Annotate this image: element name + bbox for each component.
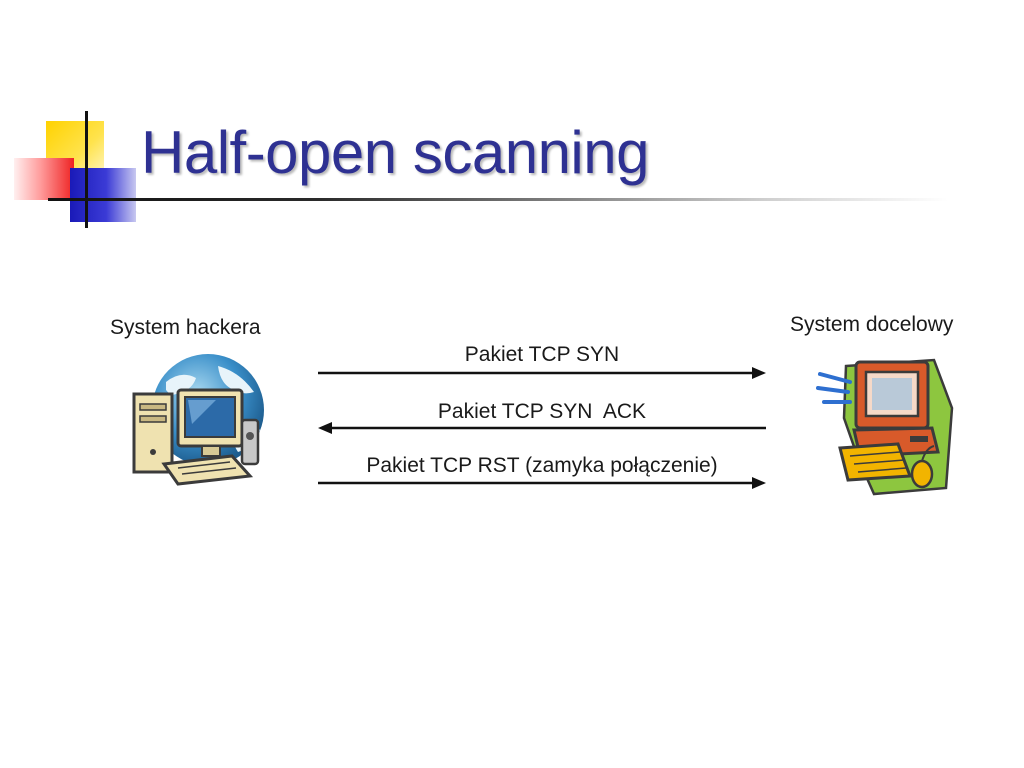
logo-blue-square	[70, 168, 136, 222]
arrow-left-syn-ack	[318, 422, 766, 434]
slide-title: Half-open scanning	[141, 119, 650, 186]
target-system-label: System docelowy	[790, 313, 954, 336]
logo-vertical-line	[85, 111, 88, 228]
message-label-syn-ack: Pakiet TCP SYN ACK	[437, 400, 647, 423]
source-system-label: System hackera	[110, 316, 261, 339]
arrow-right-syn	[318, 367, 766, 379]
title-underline	[48, 198, 948, 201]
message-label-rst: Pakiet TCP RST (zamyka połączenie)	[366, 454, 718, 477]
message-label-syn: Pakiet TCP SYN	[464, 343, 620, 366]
arrow-right-rst	[318, 477, 766, 489]
globe-computer-icon	[132, 354, 264, 486]
logo-red-square	[14, 158, 74, 200]
desktop-computer-icon	[816, 358, 954, 496]
